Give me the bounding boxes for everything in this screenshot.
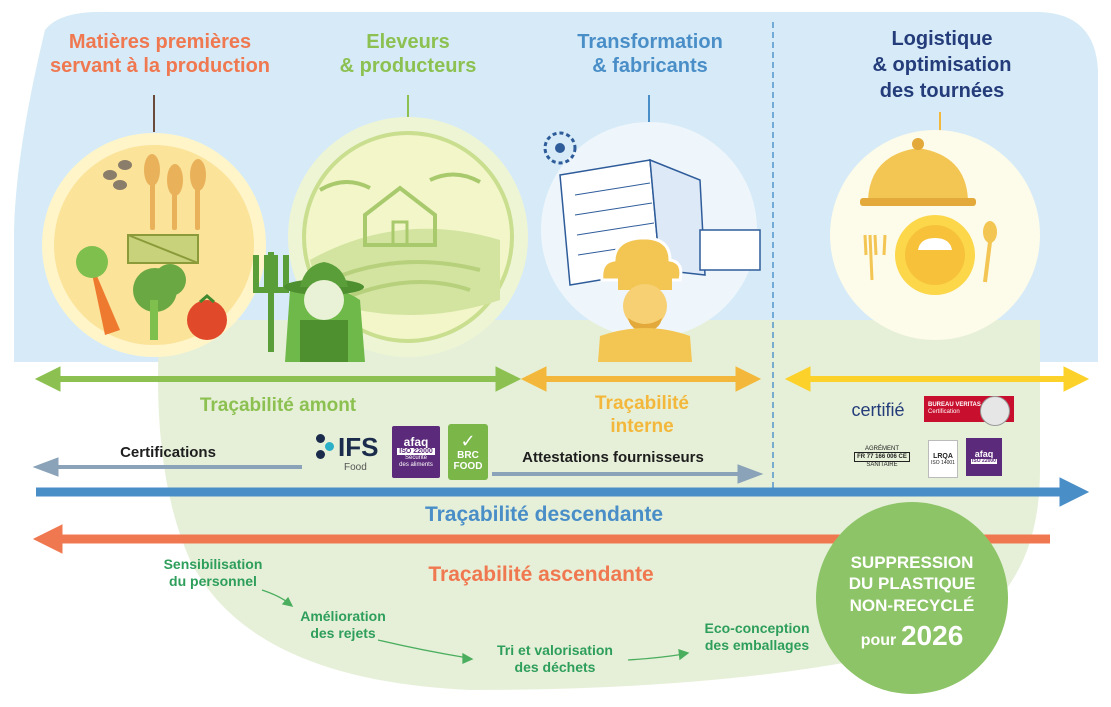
- bureau-veritas-logo: BUREAU VERITAS Certification: [924, 396, 1014, 426]
- stage-logistics-line3: des tournées: [879, 80, 1005, 102]
- certifications-arrow: [32, 457, 302, 477]
- stage-transformation: Transformation & fabricants: [558, 30, 742, 78]
- certified-label: certifié: [851, 400, 905, 420]
- ifs-sub-text: Food: [344, 462, 367, 473]
- step-awareness-line1: Sensibilisation: [163, 556, 263, 572]
- afaq-small-logo: afaq ISO 22000: [966, 438, 1002, 476]
- farmer-illustration: [253, 252, 365, 362]
- bureau-veritas-seal-icon: [980, 396, 1010, 426]
- stage-logistics: Logistique & optimisation des tournées: [842, 26, 1042, 104]
- agrement-bottom: SANITAIRE: [866, 462, 898, 468]
- stage-breeders-line1: Eleveurs: [366, 31, 450, 53]
- plastic-badge: SUPPRESSION DU PLASTIQUE NON-RECYCLÉ pou…: [822, 552, 1002, 653]
- transformation-illustration: [541, 122, 761, 338]
- stage-logistics-line1: Logistique: [891, 28, 993, 50]
- brc-food-logo: ✓ BRC FOOD: [448, 424, 488, 480]
- step-discharge: Amélioration des rejets: [282, 608, 404, 642]
- ifs-main-text: IFS: [338, 432, 379, 462]
- step-discharge-line1: Amélioration: [300, 608, 386, 624]
- step-awareness: Sensibilisation du personnel: [150, 556, 276, 590]
- step-ecodesign: Eco-conception des emballages: [694, 620, 820, 654]
- badge-line2: DU PLASTIQUE: [848, 574, 976, 594]
- afaq-title: afaq: [403, 434, 429, 449]
- ascending-label: Traçabilité ascendante: [428, 563, 654, 586]
- internal-label: Traçabilité interne: [560, 393, 724, 439]
- agrement-sanitaire-logo: AGRÉMENT FR 77 166 006 CE SANITAIRE: [848, 440, 916, 474]
- badge-line3: NON-RECYCLÉ: [849, 595, 975, 615]
- downstream-arrow: [36, 477, 1090, 507]
- afaq-desc-2: des aliments: [399, 461, 433, 468]
- upstream-label: Traçabilité amont: [199, 395, 357, 416]
- ifs-food-logo: IFS Food: [312, 430, 388, 476]
- step-arrows: [261, 589, 690, 665]
- agrement-number: FR 77 166 006 CE: [854, 452, 910, 462]
- badge-circle: [816, 502, 1008, 694]
- step-waste-line2: des déchets: [514, 658, 596, 675]
- stage-raw-line1: Matières premières: [68, 31, 252, 53]
- step-awareness-line2: du personnel: [169, 572, 257, 589]
- agrement-top: AGRÉMENT: [864, 446, 899, 452]
- attestations-arrow: [492, 464, 764, 484]
- internal-label-line2: interne: [610, 415, 674, 437]
- step-waste: Tri et valorisation des déchets: [480, 642, 630, 676]
- internal-arrow: [520, 366, 762, 392]
- brc-line1: BRC: [457, 450, 479, 461]
- badge-prefix: pour: [860, 631, 897, 649]
- certifications-label: Certifications: [120, 444, 216, 461]
- raw-materials-illustration: [42, 133, 266, 357]
- stage-breeders: Eleveurs & producteurs: [318, 30, 498, 78]
- step-waste-line1: Tri et valorisation: [497, 642, 613, 658]
- stage-breeders-line2: & producteurs: [339, 55, 477, 77]
- lrqa-logo: LRQA ISO 14001: [928, 440, 958, 478]
- upstream-arrow: [34, 366, 522, 392]
- bureau-veritas-text: BUREAU VERITAS: [928, 402, 981, 409]
- brc-line2: FOOD: [453, 461, 483, 472]
- stage-raw-materials: Matières premières servant à la producti…: [40, 30, 280, 78]
- ifs-dots-icon: [312, 434, 336, 462]
- supplier-attestations-label: Attestations fournisseurs: [522, 449, 704, 466]
- afaq-iso-text: ISO 22000: [397, 447, 435, 456]
- afaq-desc-1: Sécurité: [404, 455, 427, 462]
- afaq-small-title: afaq: [974, 448, 994, 459]
- logistics-illustration: [830, 130, 1040, 340]
- stage-transform-line1: Transformation: [577, 31, 723, 53]
- downstream-label: Traçabilité descendante: [424, 503, 664, 526]
- afaq-iso-logo: afaq ISO 22000 Sécurité des aliments: [392, 426, 440, 478]
- afaq-small-iso: ISO 22000: [971, 457, 997, 465]
- stage-raw-line2: servant à la production: [49, 55, 271, 77]
- step-ecodesign-line1: Eco-conception: [704, 620, 810, 636]
- stage-transform-line2: & fabricants: [592, 55, 708, 77]
- badge-line1: SUPPRESSION: [850, 553, 974, 572]
- logistics-arrow: [784, 366, 1090, 392]
- lrqa-text: LRQA: [933, 452, 953, 460]
- chef-illustration: [598, 236, 692, 362]
- brc-check-icon: ✓: [460, 431, 476, 451]
- badge-year: 2026: [900, 619, 964, 651]
- stage-logistics-line2: & optimisation: [872, 54, 1012, 76]
- bureau-veritas-sub: Certification: [928, 409, 960, 415]
- internal-label-line1: Traçabilité: [595, 393, 689, 414]
- step-ecodesign-line2: des emballages: [704, 636, 810, 653]
- step-discharge-line2: des rejets: [310, 624, 376, 641]
- lrqa-sub: ISO 14001: [931, 459, 955, 466]
